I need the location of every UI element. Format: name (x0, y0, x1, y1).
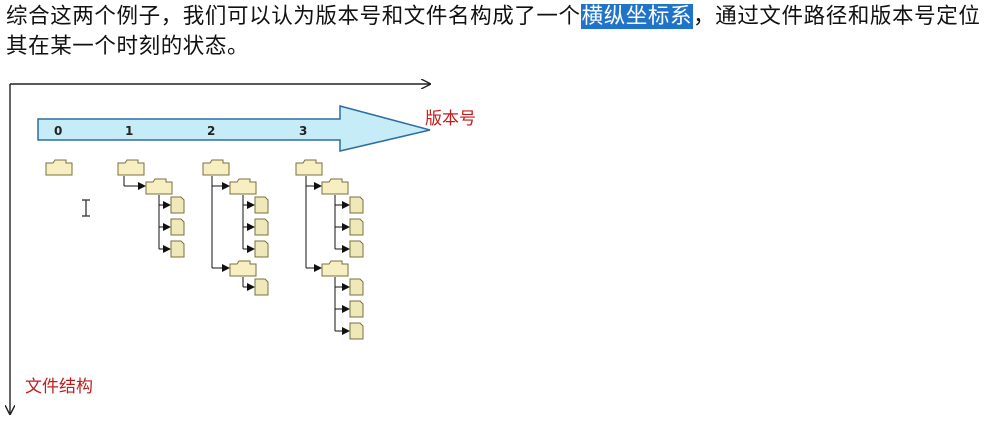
folder-icon (45, 159, 73, 176)
folder-icon (117, 159, 145, 176)
description-paragraph: 综合这两个例子，我们可以认为版本号和文件名构成了一个横纵坐标系，通过文件路径和版… (6, 2, 986, 62)
file-icon (349, 322, 364, 340)
version-arrow (37, 105, 431, 152)
folder-icon (229, 178, 257, 195)
y-axis-label: 文件结构 (25, 377, 93, 397)
file-trees (45, 159, 364, 340)
file-icon (349, 240, 364, 258)
version-label-0: 0 (54, 124, 62, 138)
file-icon (349, 218, 364, 236)
file-icon (254, 218, 269, 236)
file-icon (254, 240, 269, 258)
file-icon (349, 300, 364, 318)
file-icon (170, 240, 185, 258)
file-icon (254, 196, 269, 214)
paragraph-text-after: ，通过文件路径和版本号定位其在某一个时刻的状态。 (6, 4, 981, 59)
file-icon (170, 196, 185, 214)
text-cursor-icon (82, 199, 90, 217)
folder-icon (202, 159, 230, 176)
file-icon (349, 278, 364, 296)
paragraph-text-before: 综合这两个例子，我们可以认为版本号和文件名构成了一个 (6, 4, 581, 29)
folder-icon (295, 159, 323, 176)
version-label-1: 1 (125, 124, 133, 138)
file-icon (349, 196, 364, 214)
folder-icon (321, 260, 349, 277)
folder-icon (145, 178, 173, 195)
version-label-3: 3 (299, 124, 307, 138)
x-axis-label: 版本号 (425, 109, 476, 129)
highlighted-text[interactable]: 横纵坐标系 (580, 4, 694, 29)
file-icon (254, 278, 269, 296)
version-label-2: 2 (207, 124, 215, 138)
folder-icon (321, 178, 349, 195)
folder-icon (229, 260, 257, 277)
file-icon (170, 218, 185, 236)
